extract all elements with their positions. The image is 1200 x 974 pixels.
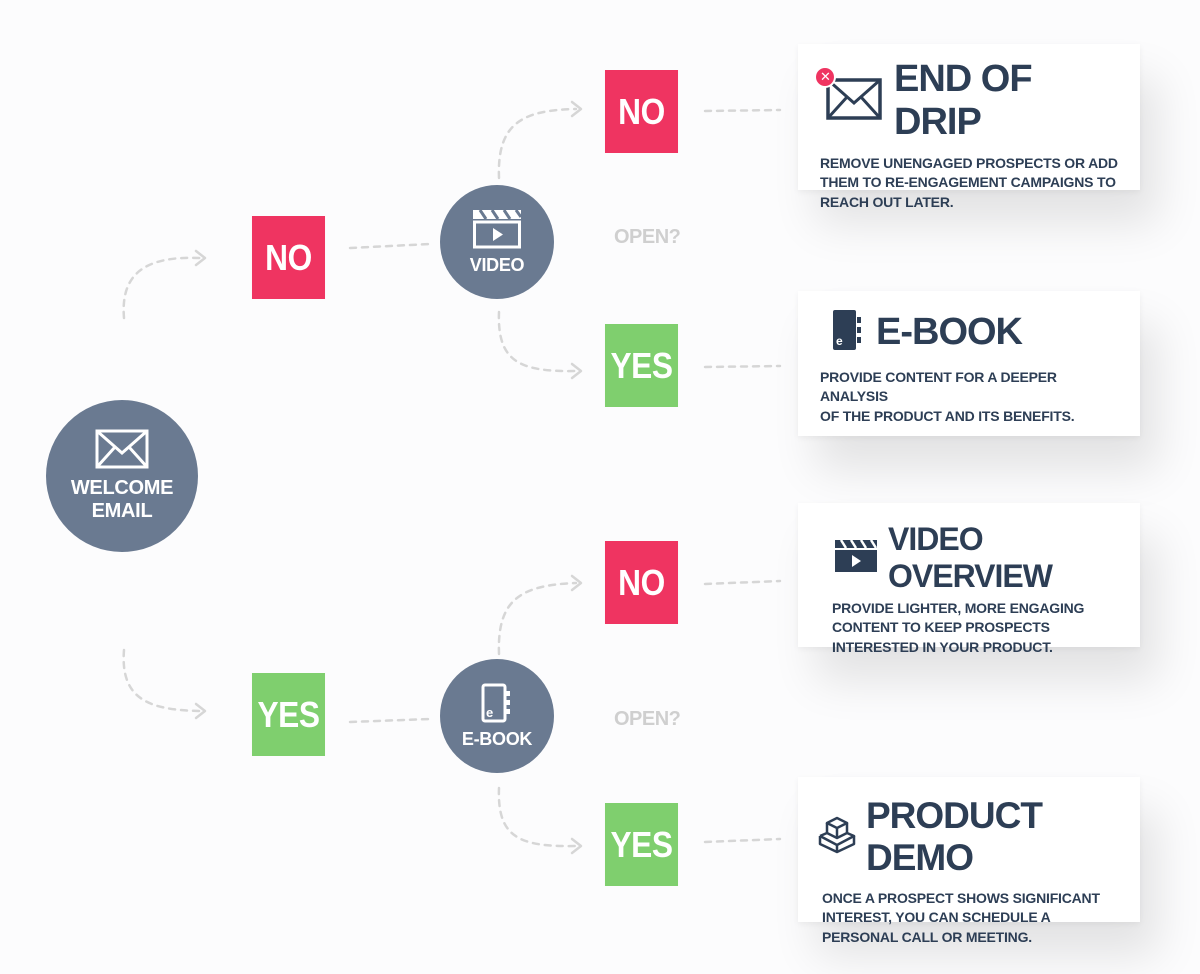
video-open-question: OPEN? — [614, 226, 681, 248]
product-demo-card: PRODUCT DEMO ONCE A PROSPECT SHOWS SIGNI… — [798, 777, 1140, 945]
video-overview-header: VIDEO OVERVIEW — [832, 521, 1118, 595]
video-yes-label: YES — [610, 344, 673, 386]
ebook-open-question: OPEN? — [614, 708, 681, 730]
product-demo-description: ONCE A PROSPECT SHOWS SIGNIFICANT INTERE… — [822, 889, 1120, 947]
ebook-yes-label: YES — [610, 823, 673, 865]
ebook-card-description: PROVIDE CONTENT FOR A DEEPER ANALYSIS OF… — [820, 368, 1118, 426]
first-yes-box: YES — [251, 673, 326, 756]
end-of-drip-desc-line: REACH OUT LATER. — [820, 193, 954, 210]
connector-ebook-no — [497, 581, 578, 656]
arrowhead — [194, 249, 207, 267]
ebook-card-title: E-BOOK — [876, 311, 1023, 353]
ebook-node: e E-BOOK — [440, 659, 554, 773]
video-overview-desc-line: INTERESTED IN YOUR PRODUCT. — [832, 638, 1053, 655]
close-badge-icon: ✕ — [814, 65, 836, 88]
video-yes-box: YES — [604, 324, 679, 407]
connector-video-no — [497, 107, 578, 180]
video-overview-card: VIDEO OVERVIEW PROVIDE LIGHTER, MORE ENG… — [798, 503, 1140, 655]
connector-no-enddrip — [703, 108, 782, 113]
first-yes-label: YES — [257, 693, 320, 735]
video-overview-title: VIDEO OVERVIEW — [888, 521, 1053, 594]
video-overview-desc-line: CONTENT TO KEEP PROSPECTS — [832, 619, 1050, 636]
connector-yes-ebookcard — [703, 364, 782, 369]
connector-no-videocard — [703, 579, 782, 586]
envelope-icon — [95, 429, 149, 469]
welcome-label-line2: EMAIL — [91, 500, 153, 522]
connector-yes-democard — [703, 837, 782, 844]
connector-no-video — [348, 242, 432, 250]
ebook-no-box: NO — [604, 541, 679, 624]
arrowhead — [570, 362, 583, 380]
ebook-no-label: NO — [618, 561, 665, 603]
envelope-x-icon: ✕ — [814, 65, 882, 125]
connector-yes-ebook — [348, 717, 432, 724]
product-demo-header: PRODUCT DEMO — [818, 795, 1120, 879]
video-no-box: NO — [604, 70, 679, 153]
connector-welcome-no — [122, 256, 202, 320]
first-no-label: NO — [265, 236, 312, 278]
clapperboard-icon — [834, 538, 878, 578]
end-of-drip-header: ✕ END OF DRIP — [814, 58, 1118, 144]
product-demo-desc-line: PERSONAL CALL OR MEETING. — [822, 928, 1032, 945]
arrowhead — [194, 702, 207, 720]
ebook-icon: e — [832, 309, 862, 356]
arrowhead — [570, 837, 583, 855]
ebook-desc-line: PROVIDE CONTENT FOR A DEEPER ANALYSIS — [820, 369, 1057, 405]
product-demo-title: PRODUCT DEMO — [866, 795, 1043, 878]
video-no-label: NO — [618, 90, 665, 132]
video-overview-desc-line: PROVIDE LIGHTER, MORE ENGAGING — [832, 600, 1085, 616]
ebook-yes-box: YES — [604, 803, 679, 886]
end-of-drip-desc-line: THEM TO RE-ENGAGEMENT CAMPAIGNS TO — [820, 174, 1116, 191]
end-of-drip-desc-line: REMOVE UNENGAGED PROSPECTS OR ADD — [820, 155, 1118, 171]
svg-text:e: e — [486, 705, 493, 720]
connector-video-yes — [497, 310, 578, 373]
end-of-drip-card: ✕ END OF DRIP REMOVE UNENGAGED PROSPECTS… — [798, 44, 1140, 210]
svg-text:e: e — [836, 334, 843, 348]
ebook-card: e E-BOOK PROVIDE CONTENT FOR A DEEPER AN… — [798, 291, 1140, 436]
product-demo-desc-line: ONCE A PROSPECT SHOWS SIGNIFICANT — [822, 890, 1100, 906]
video-node-label: VIDEO — [469, 254, 525, 275]
clapperboard-icon — [472, 208, 522, 249]
end-of-drip-title: END OF DRIP — [894, 58, 1033, 143]
connector-ebook-yes — [497, 786, 578, 848]
welcome-email-node: WELCOME EMAIL — [46, 400, 198, 552]
product-demo-desc-line: INTEREST, YOU CAN SCHEDULE A — [822, 909, 1051, 926]
first-no-box: NO — [251, 216, 326, 299]
ebook-node-label: E-BOOK — [461, 728, 533, 749]
arrowhead — [570, 100, 583, 118]
end-of-drip-description: REMOVE UNENGAGED PROSPECTS OR ADD THEM T… — [820, 154, 1118, 212]
ebook-card-header: e E-BOOK — [820, 309, 1118, 356]
ebook-icon: e — [481, 683, 513, 723]
welcome-label-line1: WELCOME — [70, 477, 174, 499]
arrowhead — [570, 574, 583, 592]
ebook-desc-line: OF THE PRODUCT AND ITS BENEFITS. — [820, 407, 1075, 424]
video-overview-description: PROVIDE LIGHTER, MORE ENGAGING CONTENT T… — [832, 599, 1118, 657]
connector-welcome-yes — [122, 648, 202, 713]
video-node: VIDEO — [440, 185, 554, 299]
boxes-icon — [816, 816, 858, 859]
